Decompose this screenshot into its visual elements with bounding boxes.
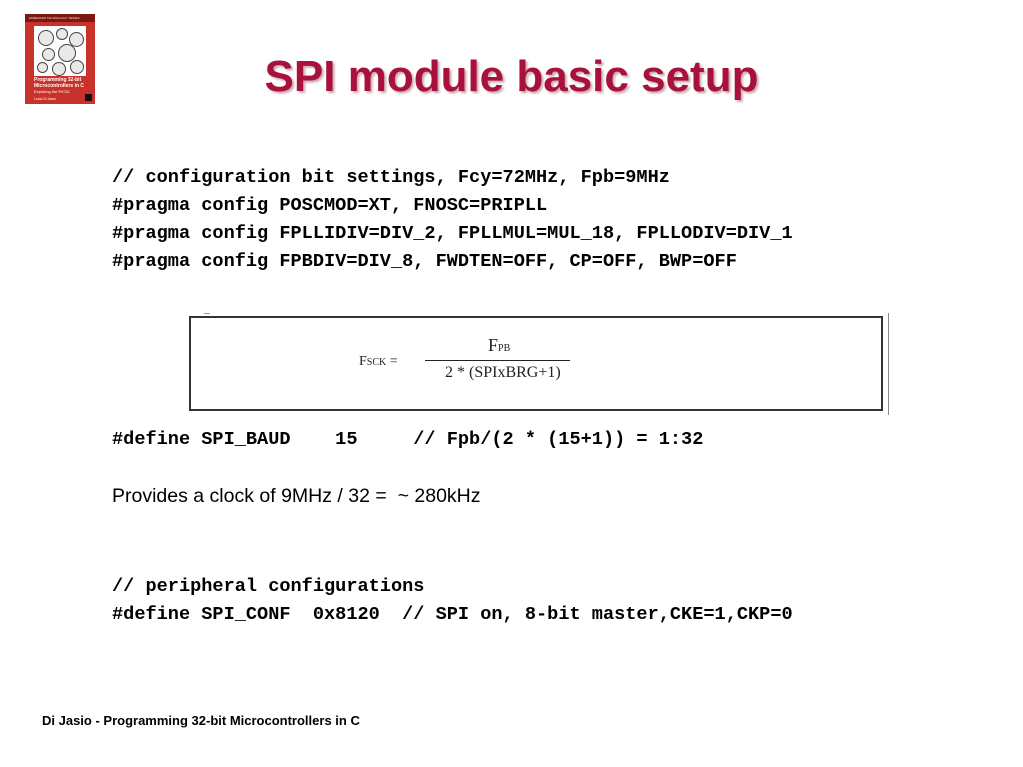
peripheral-code-block: // peripheral configurations #define SPI… bbox=[112, 573, 793, 629]
book-cover-band: EMBEDDED TECHNOLOGY SERIES bbox=[25, 14, 95, 22]
publisher-logo-icon bbox=[85, 94, 92, 101]
config-code-block: // configuration bit settings, Fcy=72MHz… bbox=[112, 164, 793, 276]
formula-box-edge bbox=[888, 313, 889, 415]
formula-lhs-sub: SCK bbox=[366, 357, 387, 368]
formula-denominator: 2 * (SPIxBRG+1) bbox=[445, 364, 561, 381]
clock-description: Provides a clock of 9MHz / 32 = ~ 280kHz bbox=[112, 485, 481, 507]
book-cover-title: Programming 32-bit Microcontrollers in C bbox=[34, 77, 85, 89]
formula-lhs-main: F bbox=[359, 354, 367, 369]
book-cover-author: Lucio Di Jasio bbox=[34, 97, 56, 101]
book-cover-band-text: EMBEDDED TECHNOLOGY SERIES bbox=[29, 16, 80, 20]
code-line: #pragma config FPLLIDIV=DIV_2, FPLLMUL=M… bbox=[112, 223, 793, 244]
formula-numerator-main: F bbox=[488, 335, 499, 355]
formula-numerator: FPB bbox=[488, 335, 510, 356]
formula-numerator-sub: PB bbox=[498, 343, 511, 354]
footer-text: Di Jasio - Programming 32-bit Microcontr… bbox=[42, 713, 360, 728]
code-line: // peripheral configurations bbox=[112, 576, 425, 597]
formula-lhs-eq: = bbox=[386, 354, 398, 369]
formula-fraction-bar bbox=[425, 360, 570, 361]
formula-tick-mark bbox=[204, 313, 210, 314]
formula-box bbox=[189, 316, 883, 411]
code-line: // configuration bit settings, Fcy=72MHz… bbox=[112, 167, 670, 188]
code-line: #define SPI_CONF 0x8120 // SPI on, 8-bit… bbox=[112, 604, 793, 625]
baud-define-line: #define SPI_BAUD 15 // Fpb/(2 * (15+1)) … bbox=[112, 429, 704, 450]
book-cover-art bbox=[34, 26, 86, 76]
slide-title: SPI module basic setup bbox=[264, 52, 759, 101]
code-line: #pragma config POSCMOD=XT, FNOSC=PRIPLL bbox=[112, 195, 548, 216]
book-cover-image: EMBEDDED TECHNOLOGY SERIES Programming 3… bbox=[25, 14, 95, 104]
code-line: #pragma config FPBDIV=DIV_8, FWDTEN=OFF,… bbox=[112, 251, 737, 272]
formula-lhs: FSCK = bbox=[359, 354, 398, 370]
book-cover-subtitle: Exploring the PIC32 bbox=[34, 89, 70, 94]
